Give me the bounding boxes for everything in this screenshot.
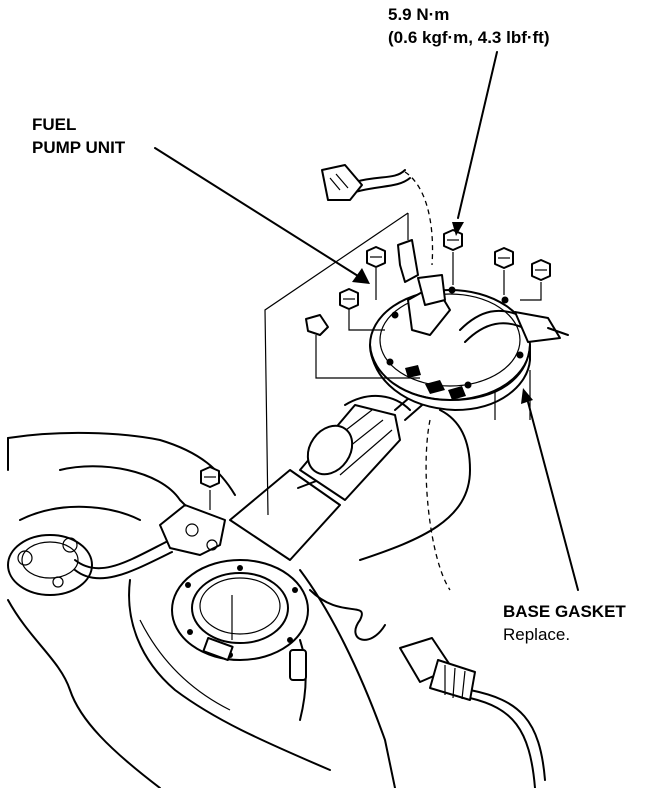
torque-value-label: 5.9 N·m: [388, 5, 450, 24]
hex-nut-icon: [200, 229, 551, 488]
tank-sender-port: [7, 534, 173, 596]
tank-mounting-ring: [171, 559, 309, 662]
electrical-connector-icon: [399, 637, 476, 701]
tank-connector-plate: [159, 504, 226, 556]
wiring-harness: [289, 589, 546, 788]
base-gasket-label: BASE GASKET: [503, 602, 626, 621]
base-gasket-note: Replace.: [503, 625, 571, 644]
fuel-pump-label-line2: PUMP UNIT: [32, 138, 126, 157]
torque-conversion-label: (0.6 kgf·m, 4.3 lbf·ft): [388, 28, 550, 47]
pump-wiring-lead: [321, 164, 434, 266]
alignment-lines: [209, 212, 542, 640]
fuel-pump-label-line1: FUEL: [32, 115, 77, 134]
fuel-pump-unit-illustration: [229, 239, 569, 561]
leader-arrows: [154, 51, 579, 591]
